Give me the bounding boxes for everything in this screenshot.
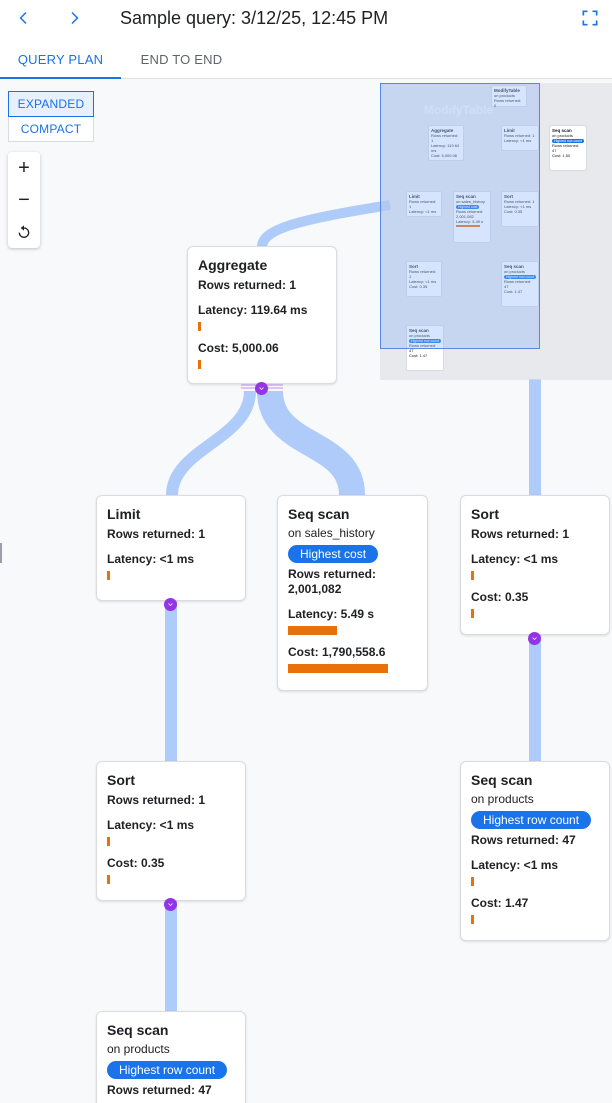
- app-header: Sample query: 3/12/25, 12:45 PM: [0, 0, 612, 43]
- node-title: Sort: [471, 506, 499, 522]
- cost-bar: [471, 609, 474, 618]
- cost: Cost: 5,000.06: [198, 341, 279, 355]
- rows-returned: Rows returned: 1: [471, 527, 570, 541]
- cost-bar: [471, 915, 474, 924]
- compact-button[interactable]: COMPACT: [20, 122, 82, 136]
- latency: Latency: <1 ms: [107, 818, 195, 832]
- zoom-in-button[interactable]: +: [18, 156, 30, 179]
- latency-bar: [471, 877, 474, 886]
- rows-returned: Rows returned: 47: [107, 1083, 212, 1097]
- minimap-node: Seq scan on sales_history Highest cost R…: [453, 191, 491, 243]
- table-name: on sales_history: [288, 526, 375, 540]
- cost: Cost: 1,790,558.6: [288, 645, 386, 659]
- rows-returned: Rows returned: 1: [107, 527, 206, 541]
- node-title: Seq scan: [107, 1022, 169, 1038]
- chevron-down-icon: [532, 637, 537, 640]
- cost-bar: [198, 360, 201, 369]
- cost-bar: [107, 875, 110, 884]
- node-title: Sort: [107, 772, 135, 788]
- chevron-down-icon: [168, 903, 173, 906]
- highest-cost-badge: Highest cost: [288, 545, 379, 563]
- latency-bar: [107, 837, 110, 846]
- tab-bar: QUERY PLAN END TO END: [0, 42, 612, 79]
- edge-aggregate-limit: [166, 390, 256, 496]
- resize-handle[interactable]: [0, 543, 2, 563]
- latency-bar: [107, 571, 110, 580]
- tab-end-to-end[interactable]: END TO END: [140, 52, 223, 67]
- minimap-node: Sort Rows returned: 1 Latency: <1 ms Cos…: [501, 191, 539, 227]
- cost: Cost: 0.35: [471, 590, 529, 604]
- zoom-controls: + −: [8, 152, 40, 248]
- latency-bar: [471, 571, 474, 580]
- highest-row-count-badge: Highest row count: [107, 1061, 228, 1079]
- table-name: on products: [107, 1042, 170, 1056]
- minimap-node: Seq scan on products Highest row count R…: [501, 261, 539, 307]
- edge-aggregate-seqscan: [257, 389, 365, 497]
- plan-edges: [165, 200, 541, 1011]
- latency: Latency: <1 ms: [471, 858, 559, 872]
- tab-query-plan[interactable]: QUERY PLAN: [0, 42, 121, 79]
- node-title: Seq scan: [471, 772, 533, 788]
- minimap-node: Aggregate Rows returned: 1 Latency: 119.…: [428, 125, 464, 161]
- node-title: Limit: [107, 506, 141, 522]
- minimap-node: Sort Rows returned: 1 Latency: <1 ms Cos…: [406, 261, 442, 297]
- rows-returned: Rows returned: 47: [471, 833, 576, 847]
- latency-bar: [288, 626, 337, 635]
- latency: Latency: 5.49 s: [288, 607, 375, 621]
- minimap-node: Limit Rows returned: 1 Latency: <1 ms: [406, 191, 442, 217]
- highest-row-count-badge: Highest row count: [471, 811, 592, 829]
- cost: Cost: 1.47: [471, 896, 529, 910]
- chevron-down-icon: [168, 603, 173, 606]
- minimap-viewport[interactable]: [380, 83, 540, 349]
- plan-node-seqscan-products-left[interactable]: Seq scan on products Highest row count R…: [96, 1011, 246, 1103]
- query-plan-canvas[interactable]: ModifyTable ModifyTable on products Rows…: [0, 79, 612, 1103]
- latency: Latency: <1 ms: [107, 552, 195, 566]
- cost-bar: [288, 664, 388, 673]
- chevron-left-icon: [19, 12, 27, 24]
- rows-returned: Rows returned: 1: [198, 278, 297, 292]
- plan-node-sort-left[interactable]: Sort Rows returned: 1 Latency: <1 ms Cos…: [96, 761, 246, 901]
- plan-node-aggregate[interactable]: Aggregate Rows returned: 1 Latency: 119.…: [187, 246, 337, 384]
- minimap-node: Limit Rows returned: 1 Latency: <1 ms: [501, 125, 539, 151]
- back-button[interactable]: [10, 6, 38, 30]
- latency: Latency: 119.64 ms: [198, 303, 308, 317]
- expand-toggle[interactable]: [164, 598, 177, 611]
- minimap-bg-label: ModifyTable: [424, 103, 494, 117]
- minimap-node: ModifyTable on products Rows returned: 0: [491, 85, 527, 108]
- cost: Cost: 0.35: [107, 856, 165, 870]
- minimap-node: Seq scan on products Highest row count R…: [549, 125, 587, 171]
- zoom-out-button[interactable]: −: [18, 188, 30, 211]
- expand-toggle[interactable]: [164, 898, 177, 911]
- node-title: Seq scan: [288, 506, 350, 522]
- plan-node-limit[interactable]: Limit Rows returned: 1 Latency: <1 ms: [96, 495, 246, 601]
- plan-node-seqscan-products-right[interactable]: Seq scan on products Highest row count R…: [460, 761, 610, 941]
- reset-zoom-button[interactable]: [8, 216, 40, 248]
- minimap[interactable]: ModifyTable ModifyTable on products Rows…: [380, 83, 612, 380]
- page-title: Sample query: 3/12/25, 12:45 PM: [120, 8, 389, 28]
- view-mode-toggle: EXPANDED COMPACT: [8, 91, 94, 142]
- expand-toggle[interactable]: [255, 382, 268, 395]
- expand-toggle[interactable]: [528, 632, 541, 645]
- rows-returned: Rows returned: 1: [107, 793, 206, 807]
- node-title: Aggregate: [198, 257, 268, 273]
- edge-aggregate-parent: [257, 200, 391, 248]
- forward-button[interactable]: [60, 6, 88, 30]
- rows-returned: Rows returned: 2,001,082: [288, 567, 377, 596]
- reset-icon: [18, 225, 30, 238]
- chevron-down-icon: [259, 387, 264, 390]
- chevron-right-icon: [71, 12, 79, 24]
- table-name: on products: [471, 792, 534, 806]
- latency: Latency: <1 ms: [471, 552, 559, 566]
- plan-node-sort-right[interactable]: Sort Rows returned: 1 Latency: <1 ms Cos…: [460, 495, 610, 635]
- latency-bar: [198, 322, 201, 331]
- expanded-button[interactable]: EXPANDED: [8, 91, 94, 117]
- fullscreen-icon[interactable]: [580, 8, 600, 28]
- plan-node-seqscan-sales-history[interactable]: Seq scan on sales_history Highest cost R…: [277, 495, 428, 691]
